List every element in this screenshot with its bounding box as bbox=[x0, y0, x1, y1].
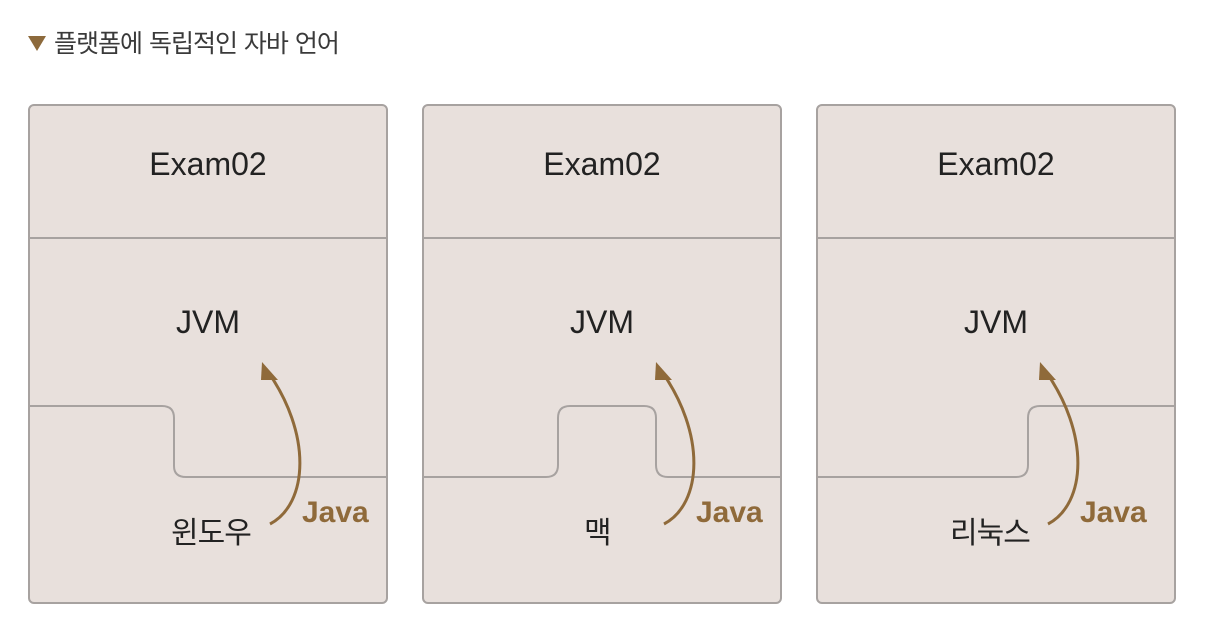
triangle-bullet-icon bbox=[28, 35, 46, 51]
caption-text: 플랫폼에 독립적인 자바 언어 bbox=[54, 29, 340, 58]
java-arrow-curve bbox=[264, 368, 302, 526]
app-label: Exam02 bbox=[149, 146, 267, 182]
java-label: Java bbox=[696, 496, 763, 529]
app-label: Exam02 bbox=[937, 146, 1055, 182]
java-arrow-curve bbox=[658, 368, 696, 526]
app-label: Exam02 bbox=[543, 146, 661, 182]
panel-windows-frame bbox=[28, 104, 388, 604]
panel-linux-frame bbox=[816, 104, 1176, 604]
os-label: 윈도우 bbox=[171, 516, 252, 551]
figure-caption: 플랫폼에 독립적인 자바 언어 bbox=[28, 22, 340, 62]
java-arrow-curve bbox=[1042, 368, 1080, 526]
panel-mac: Exam02 JVM 맥 Java bbox=[422, 104, 782, 604]
jvm-os-boundary bbox=[29, 405, 387, 478]
os-label: 리눅스 bbox=[950, 516, 1031, 551]
jvm-os-boundary bbox=[817, 405, 1175, 478]
jvm-os-boundary bbox=[423, 405, 781, 478]
panel-linux: Exam02 JVM 리눅스 Java bbox=[816, 104, 1176, 604]
arrow-up-icon bbox=[655, 362, 672, 380]
java-label: Java bbox=[302, 496, 369, 529]
arrow-up-icon bbox=[261, 362, 278, 380]
arrow-up-icon bbox=[1039, 362, 1056, 380]
jvm-label: JVM bbox=[176, 304, 240, 340]
jvm-label: JVM bbox=[964, 304, 1028, 340]
os-label: 맥 bbox=[584, 516, 612, 551]
panel-mac-frame bbox=[422, 104, 782, 604]
jvm-label: JVM bbox=[570, 304, 634, 340]
java-label: Java bbox=[1080, 496, 1147, 529]
panel-windows: Exam02 JVM 윈도우 Java bbox=[28, 104, 388, 604]
